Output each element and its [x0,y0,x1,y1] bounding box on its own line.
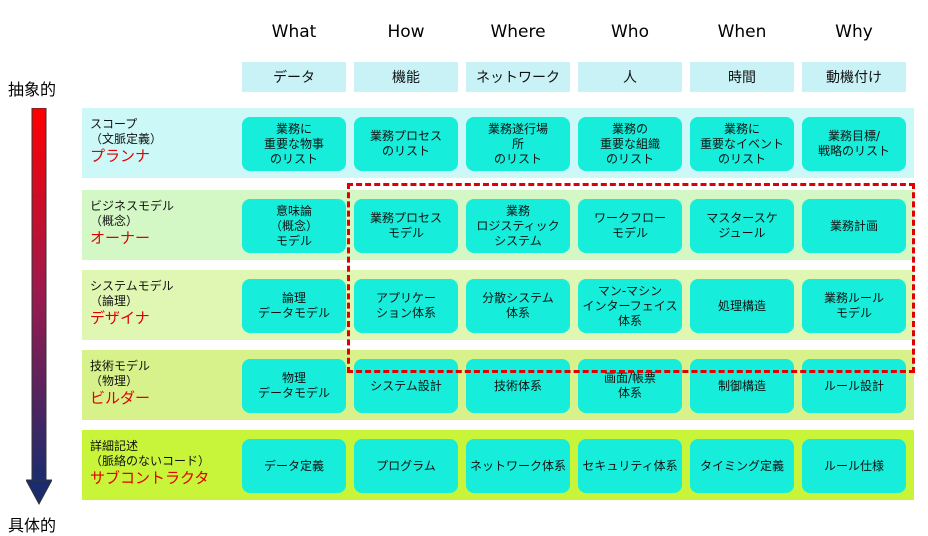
cell-r0-c3: 業務の 重要な組織 のリスト [578,117,682,171]
abstraction-arrow [26,108,52,506]
column-head-0: What [271,22,317,42]
row-perspective: ビジネスモデル （概念） [90,199,175,228]
cell-r2-c5: 業務ルール モデル [802,279,906,333]
row-label-2: システムモデル （論理）デザイナ [90,279,174,327]
cell-r1-c4: マスタースケ ジュール [690,199,794,253]
column-subhead-1: 機能 [354,62,458,92]
cell-r2-c2: 分散システム 体系 [466,279,570,333]
cell-r3-c0: 物理 データモデル [242,359,346,413]
cell-r4-c4: タイミング定義 [690,439,794,493]
column-head-1: How [387,22,425,42]
cell-r3-c1: システム設計 [354,359,458,413]
row-band-1: ビジネスモデル （概念）オーナー意味論 （概念） モデル業務プロセス モデル業務… [82,190,914,260]
row-role: オーナー [90,229,151,247]
cell-r2-c0: 論理 データモデル [242,279,346,333]
column-head-5: Why [835,22,873,42]
column-subhead-4: 時間 [690,62,794,92]
row-role: ビルダー [90,389,151,407]
column-subhead-3: 人 [578,62,682,92]
cell-r0-c0: 業務に 重要な物事 のリスト [242,117,346,171]
cell-r3-c4: 制御構造 [690,359,794,413]
row-label-3: 技術モデル （物理）ビルダー [90,359,150,407]
cell-r0-c1: 業務プロセス のリスト [354,117,458,171]
row-band-3: 技術モデル （物理）ビルダー 物理 データモデルシステム設計技術体系画面/帳票 体… [82,350,914,420]
row-band-2: システムモデル （論理）デザイナ 論理 データモデルアプリケー ション体系分散シス… [82,270,914,340]
cell-r0-c2: 業務遂行場 所 のリスト [466,117,570,171]
cell-r1-c0: 意味論 （概念） モデル [242,199,346,253]
cell-r1-c5: 業務計画 [802,199,906,253]
axis-label-concrete: 具体的 [8,516,57,535]
cell-r4-c3: セキュリティ体系 [578,439,682,493]
column-head-3: Who [611,22,649,42]
row-band-4: 詳細記述 （脈絡のないコード）サブコントラクタデータ定義プログラムネットワーク体… [82,430,914,500]
row-band-0: スコープ （文脈定義）プランナ 業務に 重要な物事 のリスト業務プロセス のリスト… [82,108,914,178]
row-perspective: スコープ （文脈定義） [90,117,163,146]
row-role: プランナ [90,147,151,165]
cell-r3-c5: ルール設計 [802,359,906,413]
cell-r4-c0: データ定義 [242,439,346,493]
cell-r1-c3: ワークフロー モデル [578,199,682,253]
column-subhead-2: ネットワーク [466,62,570,92]
row-role: サブコントラクタ [90,469,210,487]
cell-r1-c2: 業務 ロジスティック システム [466,199,570,253]
column-head-4: When [717,22,767,42]
cell-r3-c3: 画面/帳票 体系 [578,359,682,413]
cell-r0-c4: 業務に 重要なイベント のリスト [690,117,794,171]
axis-label-abstract: 抽象的 [8,80,57,99]
cell-r4-c2: ネットワーク体系 [466,439,570,493]
column-subhead-5: 動機付け [802,62,906,92]
column-head-2: Where [490,22,546,42]
row-label-1: ビジネスモデル （概念）オーナー [90,199,174,247]
cell-r2-c4: 処理構造 [690,279,794,333]
row-perspective: 技術モデル （物理） [90,359,151,388]
cell-r0-c5: 業務目標/ 戦略のリスト [802,117,906,171]
column-subhead-0: データ [242,62,346,92]
cell-r4-c1: プログラム [354,439,458,493]
cell-r4-c5: ルール仕様 [802,439,906,493]
row-perspective: 詳細記述 （脈絡のないコード） [90,439,211,468]
row-label-4: 詳細記述 （脈絡のないコード）サブコントラクタ [90,439,210,487]
row-perspective: システムモデル （論理） [90,279,174,308]
row-role: デザイナ [90,309,150,327]
cell-r1-c1: 業務プロセス モデル [354,199,458,253]
row-label-0: スコープ （文脈定義）プランナ [90,117,162,165]
cell-r2-c3: マン-マシン インターフェイス 体系 [578,279,682,333]
cell-r3-c2: 技術体系 [466,359,570,413]
cell-r2-c1: アプリケー ション体系 [354,279,458,333]
